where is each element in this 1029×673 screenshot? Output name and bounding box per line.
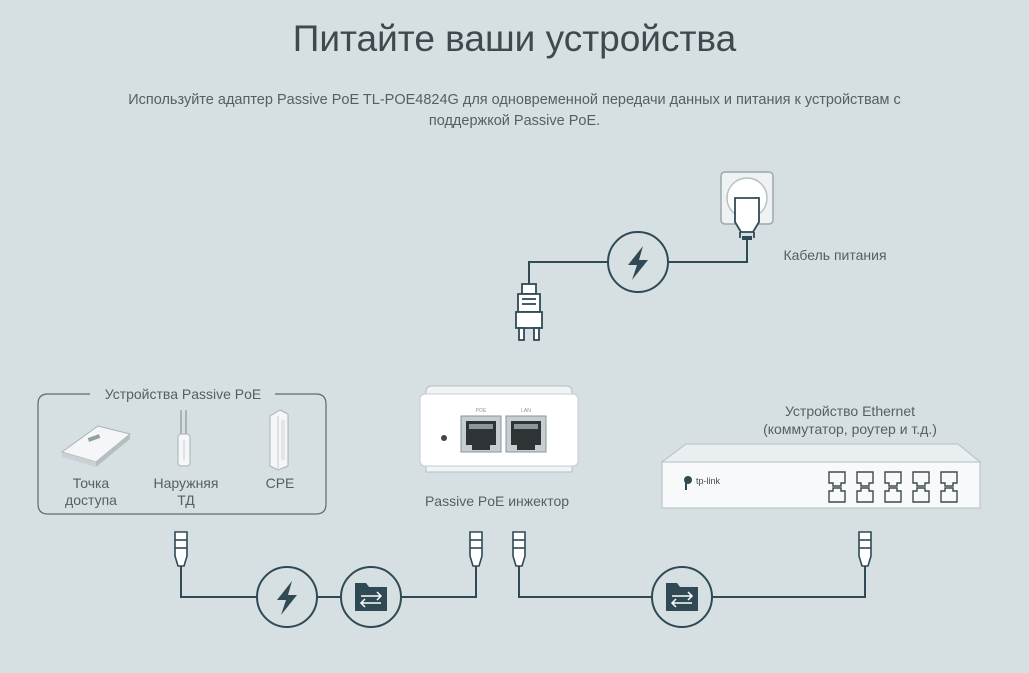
access-point-label: Точка доступа	[65, 475, 117, 508]
ethernet-device-label-line2: (коммутатор, роутер и т.д.)	[763, 421, 937, 437]
port-lan-label: LAN	[521, 408, 531, 414]
ethernet-device-label-line1: Устройство Ethernet	[784, 403, 916, 419]
power-bolt-icon	[256, 566, 318, 628]
data-transfer-icon	[651, 566, 713, 628]
brand-logo-text: tp-link	[696, 476, 721, 486]
access-point-icon	[60, 425, 132, 467]
rj45-plug-icon	[512, 531, 526, 567]
switch-ports	[828, 471, 958, 503]
ethernet-switch: tp-link	[660, 443, 982, 509]
data-transfer-icon	[340, 566, 402, 628]
power-cable-label: Кабель питания	[783, 247, 887, 263]
wall-socket-icon	[720, 171, 774, 240]
page-subtitle: Используйте адаптер Passive PoE TL-POE48…	[128, 92, 901, 129]
poe-injector: POE LAN	[419, 385, 579, 473]
injector-label: Passive PoE инжектор	[424, 493, 570, 509]
poe-group-frame	[37, 393, 327, 515]
power-connector-icon	[515, 283, 543, 341]
outdoor-ap-icon	[177, 410, 191, 467]
rj45-plug-icon	[858, 531, 872, 567]
port-poe-label: POE	[476, 408, 487, 414]
power-bolt-icon	[607, 231, 669, 293]
page-title: Питайте ваши устройства	[292, 18, 737, 59]
rj45-plug-icon	[469, 531, 483, 567]
cpe-label: CPE	[265, 475, 295, 491]
brand-logo-icon	[684, 476, 692, 490]
rj45-plug-icon	[174, 531, 188, 567]
cpe-icon	[269, 409, 289, 471]
poe-group-label: Устройства Passive PoE	[104, 386, 262, 402]
outdoor-ap-label: Наружняя ТД	[153, 475, 219, 508]
